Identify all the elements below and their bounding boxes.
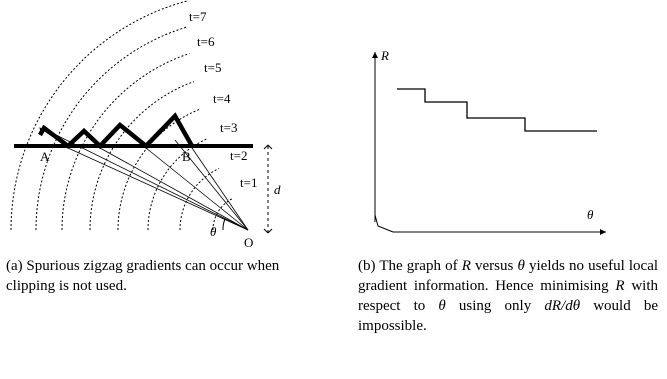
caption-b-text-4: with respect to xyxy=(358,278,658,314)
caption-a: (a) Spurious zigzag gradients can occur … xyxy=(6,258,280,294)
caption-b-theta-2: θ xyxy=(438,298,446,314)
point-a-label: A xyxy=(40,149,50,164)
wavefront-arc xyxy=(10,0,188,231)
origin-label: O xyxy=(244,235,253,250)
distance-label: d xyxy=(274,182,281,197)
time-label-6: t=6 xyxy=(197,34,215,49)
point-b-label: B xyxy=(182,149,191,164)
time-label-7: t=7 xyxy=(189,9,207,24)
ray-line-3 xyxy=(99,147,249,231)
panel-b-graph: R θ xyxy=(372,48,606,235)
panel-a-diagram: t=7 t=6 t=5 t=4 t=3 t=2 t=1 A B O d θ xyxy=(10,0,281,250)
wavefront-arc xyxy=(35,26,188,231)
caption-b-r-2: R xyxy=(615,278,625,294)
wavefront-arc xyxy=(147,137,209,231)
caption-b-text-6: would be impossible. xyxy=(358,298,658,334)
x-axis-label: θ xyxy=(587,207,594,222)
ray-line-5 xyxy=(174,139,249,231)
wavefront-arc xyxy=(117,108,200,231)
caption-b-text-5: using only xyxy=(445,298,545,314)
time-label-4: t=4 xyxy=(213,91,231,106)
axis-break xyxy=(374,214,394,233)
time-label-3: t=3 xyxy=(220,120,237,135)
wavefront-arc xyxy=(61,53,190,231)
angle-label: θ xyxy=(210,224,217,239)
ray-line-4 xyxy=(145,147,249,231)
zigzag-path xyxy=(38,112,194,150)
ray-line-6 xyxy=(191,147,249,231)
ray-line-2 xyxy=(67,147,249,231)
wavefront-arc xyxy=(89,81,194,231)
caption-b-text-3: yields no useful local gradient informat… xyxy=(358,258,659,294)
caption-b-text-1: (b) The graph of xyxy=(358,258,462,274)
caption-b-text-2: versus xyxy=(470,258,518,274)
time-label-5: t=5 xyxy=(204,60,221,75)
caption-b-r-1: R xyxy=(461,258,471,274)
wavefront-arc xyxy=(179,168,220,231)
staircase-curve xyxy=(397,88,597,132)
caption-b-theta-1: θ xyxy=(517,258,525,274)
zigzag-detail xyxy=(39,127,59,141)
time-label-1: t=1 xyxy=(240,175,257,190)
angle-arc xyxy=(222,218,226,231)
caption-b: (b) The graph of R versus θ yields no us… xyxy=(358,256,658,336)
caption-b-derivative: dR/dθ xyxy=(544,298,581,314)
time-label-2: t=2 xyxy=(230,148,247,163)
y-axis-label: R xyxy=(380,48,389,63)
